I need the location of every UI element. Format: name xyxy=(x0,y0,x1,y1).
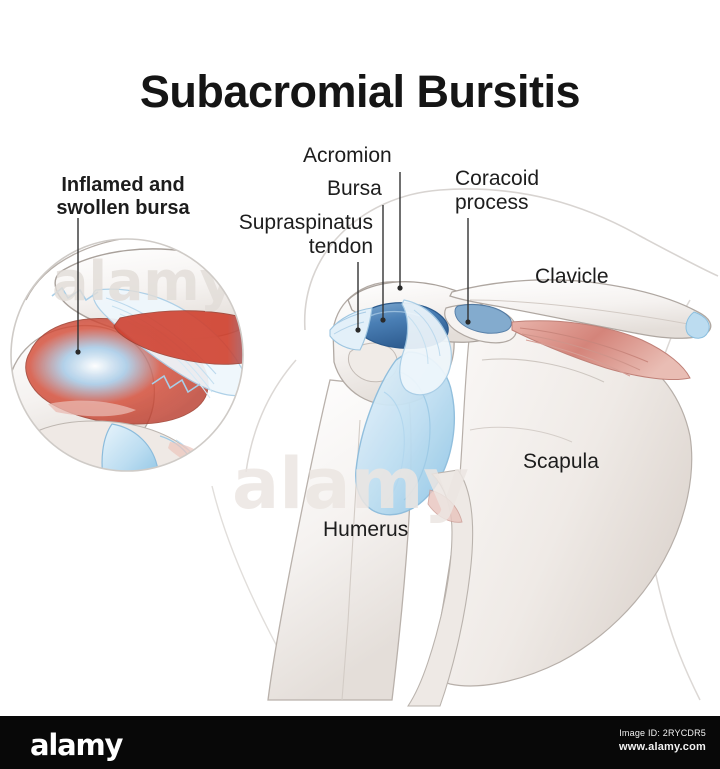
label-scapula: Scapula xyxy=(523,450,599,473)
alamy-logo: alamy xyxy=(30,728,123,762)
watermark-text-main: alamy xyxy=(232,443,469,525)
lower-muscle-hint xyxy=(427,489,463,523)
main-shoulder-view xyxy=(267,279,712,707)
inset-magnified-view: alamy xyxy=(10,238,244,472)
clavicle-cartilage xyxy=(685,311,710,339)
label-acromion: Acromion xyxy=(303,144,392,167)
alamy-url: www.alamy.com xyxy=(619,741,706,753)
label-clavicle: Clavicle xyxy=(535,265,609,288)
page-title: Subacromial Bursitis xyxy=(139,66,581,117)
image-id-text: Image ID: 2RYCDR5 xyxy=(619,728,706,738)
supraspinatus-tendon xyxy=(329,307,373,351)
glenoid-neck xyxy=(406,469,474,707)
label-supraspinatus-tendon: Supraspinatus tendon xyxy=(238,211,373,258)
label-bursa: Bursa xyxy=(327,177,382,200)
shoulder-anatomy-illustration: alamy xyxy=(10,172,719,707)
label-humerus: Humerus xyxy=(323,518,409,541)
footer-credit: Image ID: 2RYCDR5 www.alamy.com xyxy=(619,727,706,755)
label-coracoid-process: Coracoid process xyxy=(455,167,540,214)
muscle-fibers xyxy=(511,320,691,380)
svg-text:alamy: alamy xyxy=(52,250,235,313)
alamy-watermark-bar: alamy Image ID: 2RYCDR5 www.alamy.com xyxy=(0,716,720,769)
label-inflamed-bursa: Inflamed and swollen bursa xyxy=(56,174,190,219)
inset-capsule xyxy=(101,423,160,471)
leader-endpoints xyxy=(75,285,471,355)
inset-muscle-band xyxy=(113,310,243,365)
leader-lines xyxy=(77,172,469,352)
subcoracoid-bursa xyxy=(454,303,512,334)
scapula-bone xyxy=(433,326,693,687)
inset-circle-border xyxy=(10,238,244,472)
